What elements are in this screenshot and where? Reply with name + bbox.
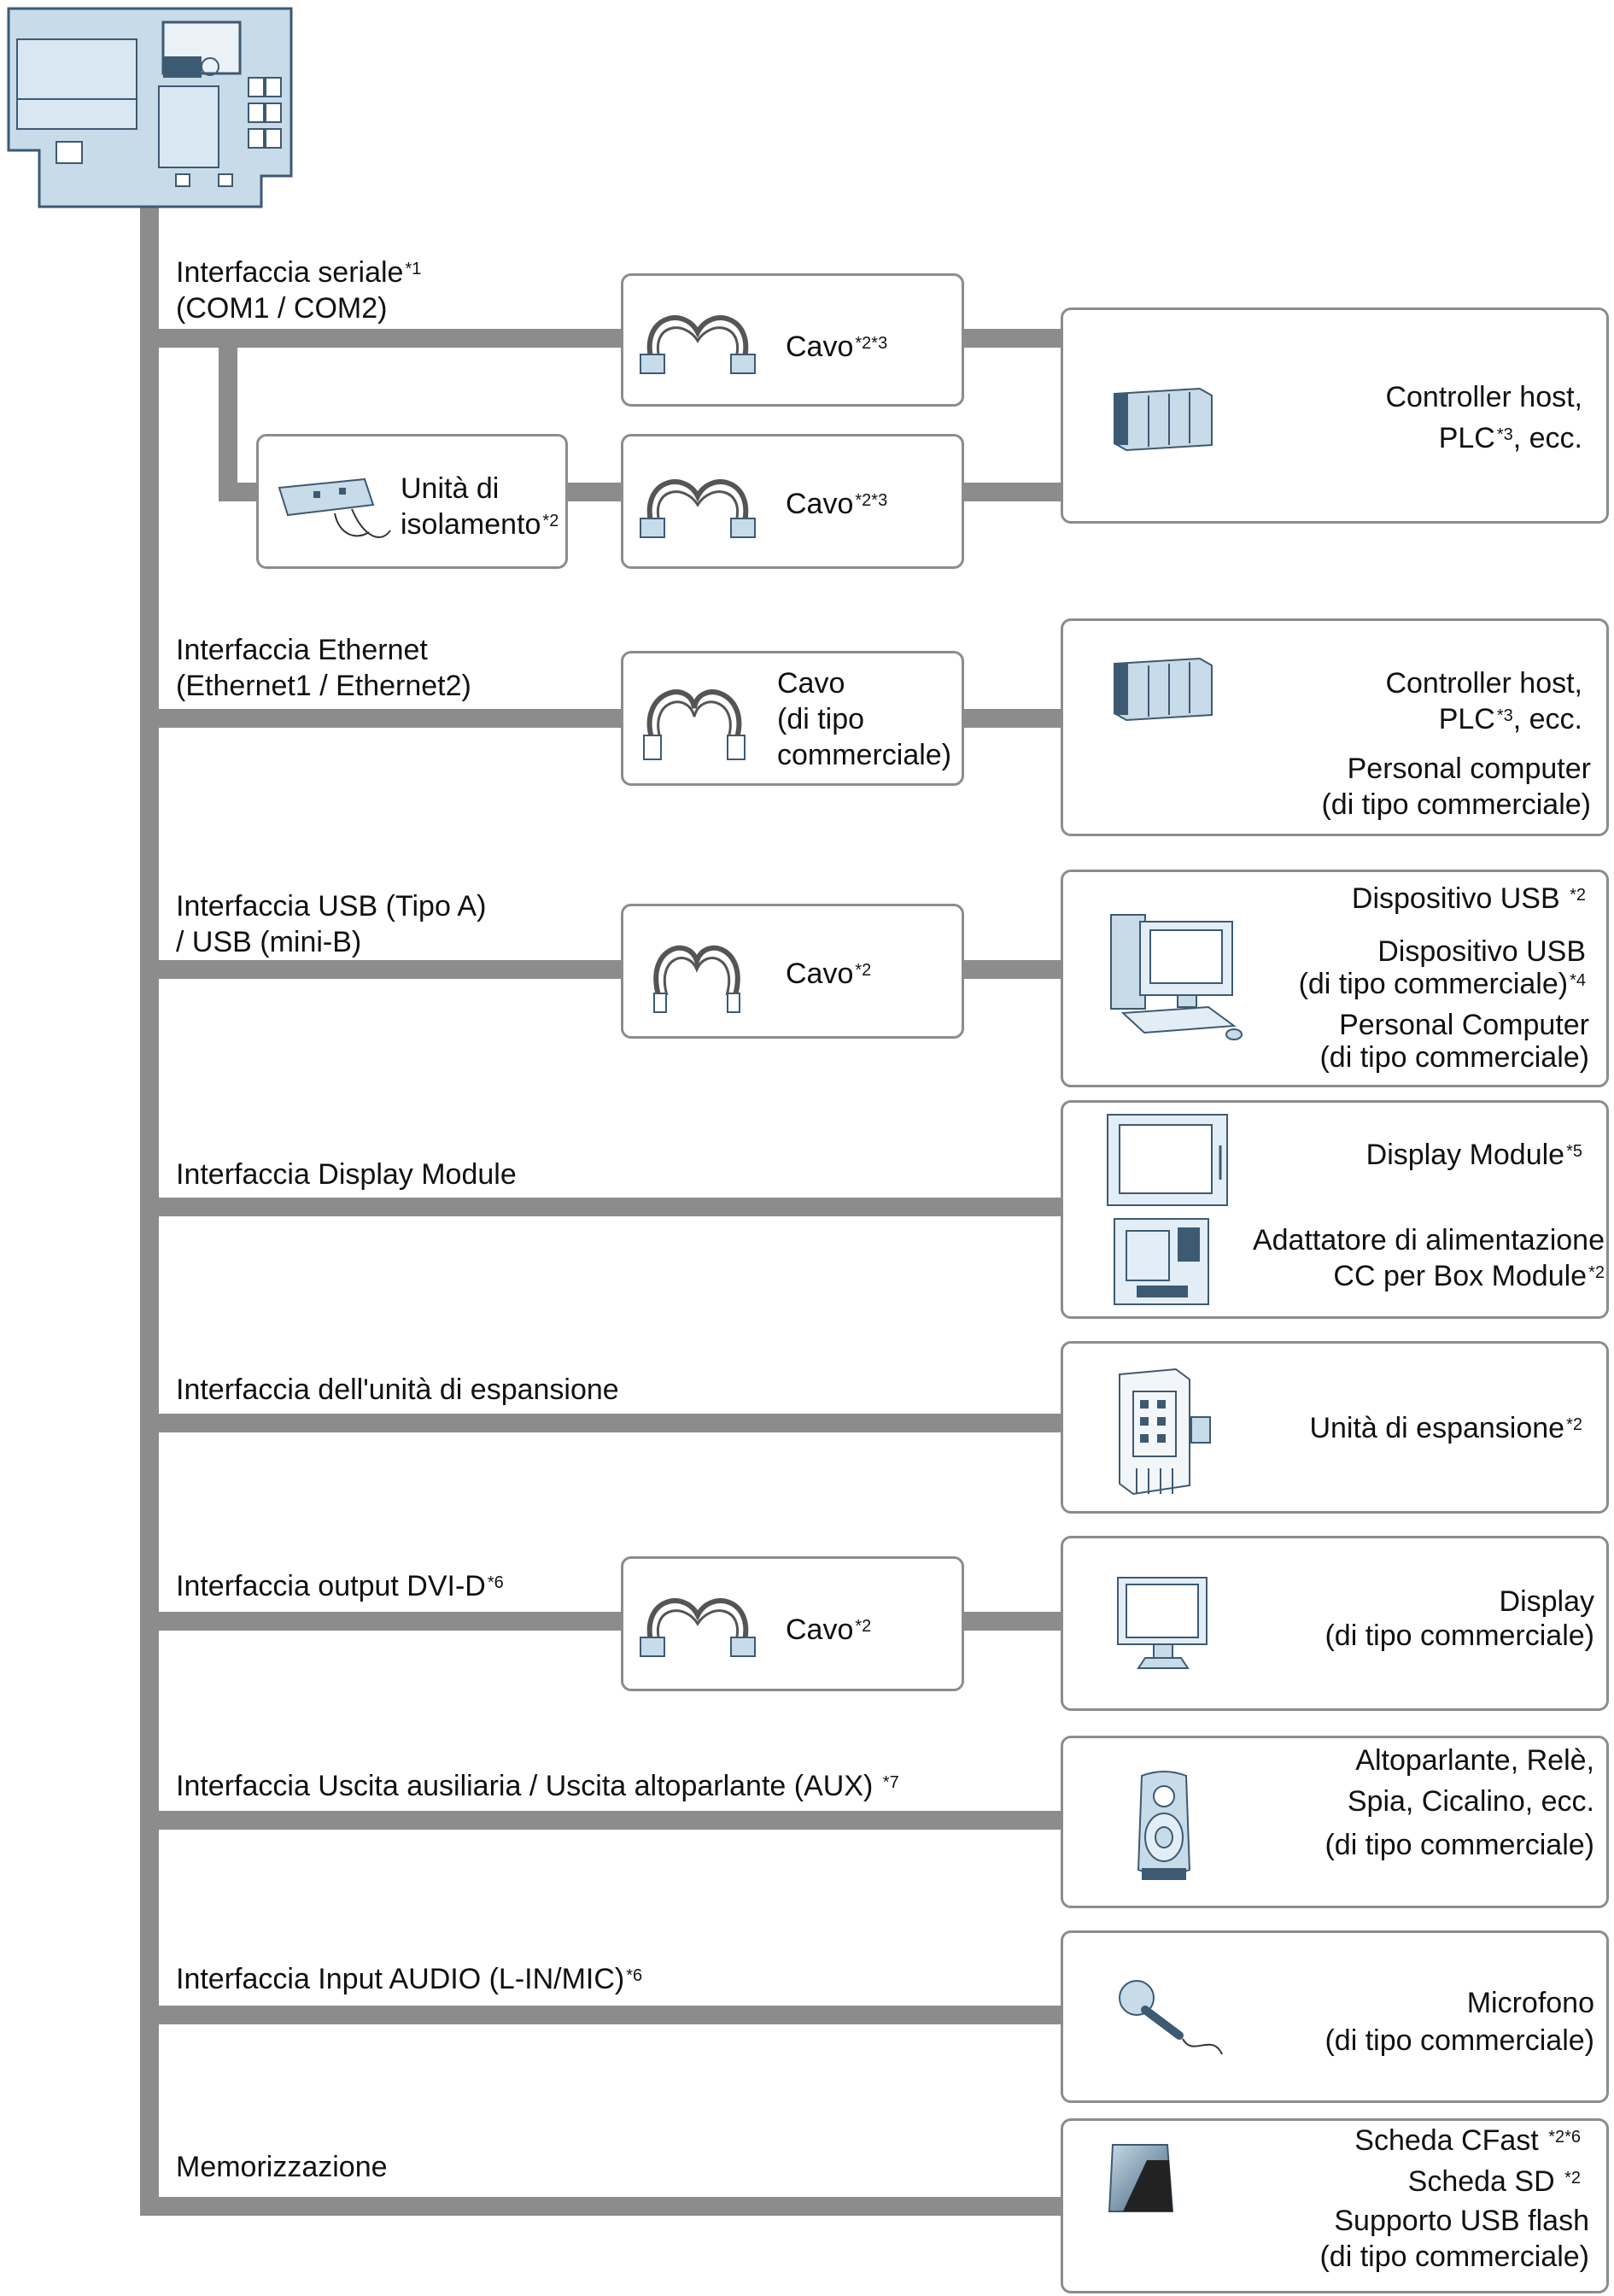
personal-computer-icon <box>1110 914 1243 1040</box>
expansion-device-box: Unità di espansione*2 <box>1061 1341 1609 1514</box>
wire-expansion <box>140 1414 1062 1432</box>
expansion-unit-icon <box>1119 1368 1211 1496</box>
serial-cable-box-2: Cavo*2*3 <box>621 434 964 569</box>
usb-device-label-2: Dispositivo USB(di tipo commerciale)*4 <box>1298 935 1586 1000</box>
usb-cable-icon <box>653 945 740 1013</box>
sd-card-label: Scheda SD *2 <box>1407 2165 1581 2198</box>
usb-device-label: Dispositivo USB *2 <box>1351 882 1586 915</box>
plc-icon <box>1114 387 1213 452</box>
usb-cable-box: Cavo*2 <box>621 904 964 1039</box>
storage-interface-label: Memorizzazione <box>176 2151 388 2183</box>
ethernet-cable-icon <box>643 689 746 760</box>
wire-cable2-device <box>961 483 1063 501</box>
serial-cable-2-label: Cavo*2*3 <box>786 488 888 520</box>
speaker-icon <box>1137 1771 1191 1880</box>
display-module-interface-label: Interfaccia Display Module <box>176 1158 517 1191</box>
box-module-icon <box>7 7 293 208</box>
serial-device-label: Controller host, PLC*3, ecc. <box>1385 381 1582 454</box>
wire-display-module <box>140 1198 1062 1216</box>
isolation-unit-icon <box>278 477 391 538</box>
aux-device-label: Altoparlante, Relè,Spia, Cicalino, ecc. <box>1347 1744 1594 1818</box>
usb-interface-label: Interfaccia USB (Tipo A)/ USB (mini-B) <box>176 890 487 958</box>
ethernet-interface-label: Interfaccia Ethernet(Ethernet1 / Etherne… <box>176 634 471 702</box>
dvi-cable-label: Cavo*2 <box>786 1614 872 1646</box>
expansion-interface-label: Interfaccia dell'unità di espansione <box>176 1374 619 1406</box>
wire-aux <box>140 1811 1062 1830</box>
serial-interface-label: Interfaccia seriale*1 (COM1 / COM2) <box>176 256 422 325</box>
cfast-card-icon <box>1108 2144 1174 2212</box>
display-module-icon <box>1107 1114 1228 1206</box>
wire-isolation-cable <box>565 483 623 501</box>
display-module-label: Display Module*5 <box>1365 1139 1582 1171</box>
wire-storage <box>140 2197 1062 2216</box>
storage-device-box: Scheda CFast *2*6 Scheda SD *2 Supporto … <box>1061 2118 1609 2293</box>
usb-flash-label: Supporto USB flash(di tipo commerciale) <box>1319 2205 1589 2273</box>
serial-cable-1-label: Cavo*2*3 <box>786 331 888 363</box>
aux-interface-label: Interfaccia Uscita ausiliaria / Uscita a… <box>176 1770 899 1802</box>
power-adapter-label: Adattatore di alimentazione CC per Box M… <box>1252 1224 1605 1292</box>
ethernet-device-label: Controller host, PLC*3, ecc. <box>1385 667 1582 735</box>
audio-device-label: Microfono(di tipo commerciale) <box>1325 1987 1594 2057</box>
dvi-cable-icon <box>640 1598 756 1657</box>
aux-device-label-2: (di tipo commerciale) <box>1325 1829 1594 1861</box>
usb-device-box: Dispositivo USB *2 Dispositivo USB(di ti… <box>1061 870 1609 1087</box>
wire-serial-branch-v <box>219 346 237 500</box>
dvi-interface-label: Interfaccia output DVI-D*6 <box>176 1570 504 1602</box>
cfast-card-label: Scheda CFast *2*6 <box>1354 2124 1581 2157</box>
usb-device-label-3: Personal Computer(di tipo commerciale) <box>1319 1009 1589 1074</box>
dvi-device-box: Display(di tipo commerciale) <box>1061 1536 1609 1711</box>
serial-cable-icon <box>640 479 756 538</box>
ethernet-device-label-2: Personal computer(di tipo commerciale) <box>1321 753 1591 821</box>
dvi-cable-box: Cavo*2 <box>621 1556 964 1691</box>
serial-device-box: Controller host, PLC*3, ecc. <box>1061 308 1609 524</box>
wire-serial-branch-h <box>219 483 260 501</box>
display-module-device-box: Display Module*5 Adattatore di alimentaz… <box>1061 1100 1609 1319</box>
display-monitor-icon <box>1117 1577 1208 1669</box>
wire-audio <box>140 2006 1062 2024</box>
aux-device-box: Altoparlante, Relè,Spia, Cicalino, ecc. … <box>1061 1736 1609 1908</box>
ethernet-device-box: Controller host, PLC*3, ecc. Personal co… <box>1061 618 1609 836</box>
usb-cable-label: Cavo*2 <box>786 958 872 990</box>
plc-icon <box>1114 657 1213 722</box>
serial-cable-icon <box>640 315 756 374</box>
serial-cable-box-1: Cavo*2*3 <box>621 273 964 407</box>
audio-device-box: Microfono(di tipo commerciale) <box>1061 1930 1609 2103</box>
audio-interface-label: Interfaccia Input AUDIO (L-IN/MIC)*6 <box>176 1963 643 1995</box>
power-adapter-icon <box>1114 1218 1209 1305</box>
dvi-device-label: Display(di tipo commerciale) <box>1325 1585 1594 1652</box>
microphone-icon <box>1119 1980 1223 2055</box>
expansion-unit-label: Unità di espansione*2 <box>1309 1412 1582 1444</box>
